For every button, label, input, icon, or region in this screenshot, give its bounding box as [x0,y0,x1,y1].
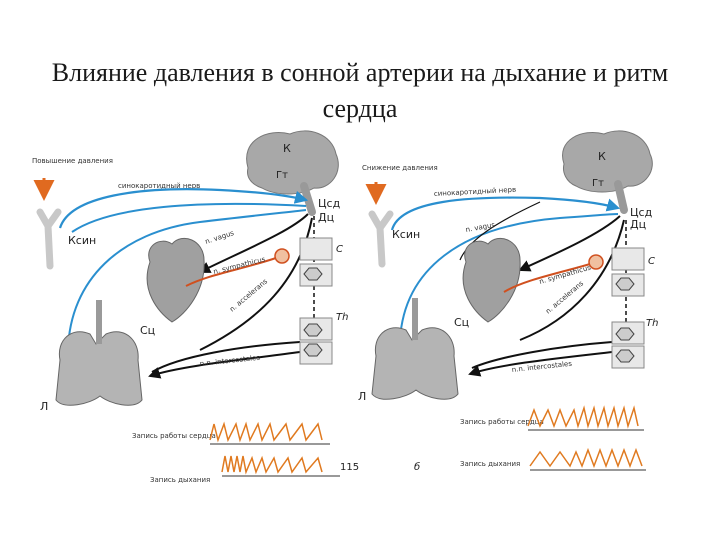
sc-label-right: Сц [454,316,469,329]
brain-gt-label: Гт [276,170,288,181]
brain-k-label: К [283,142,291,155]
sinus-nerve-path-2 [72,204,306,232]
left-panel: Повышение давления Ксин К Гт Цсд Дц сино… [32,131,359,484]
dts-label-right: Дц [630,218,646,231]
breath-trace [222,456,322,472]
sc-label: Сц [140,324,155,337]
heart-right [463,238,520,322]
breath-record-label: Запись дыхания [150,476,210,484]
figure-letter: б [414,461,420,473]
n-sympathicus-label-right: n. sympathicus [538,263,592,285]
condition-label-right: Снижение давления [362,164,438,172]
th-label: Th [336,312,348,323]
right-panel: Снижение давления Ксин К Гт Цсд Дц синок… [358,131,658,473]
figure-number: 115 [340,462,359,473]
sinus-nerve-path [60,189,306,228]
brain-right [563,131,653,192]
vagus-ganglion [275,249,289,263]
dts-label: Дц [318,211,334,224]
heart-trace [210,424,322,440]
efferent-path-right [520,216,620,270]
vagus-ganglion-right [589,255,603,269]
breath-record-label-right: Запись дыхания [460,460,520,468]
lungs-l-label: Л [40,400,48,413]
heart-c-label-right: С [648,256,655,267]
tsd-label: Цсд [318,197,341,210]
brain-gt-label-right: Гт [592,178,604,189]
carotid-vessel [40,212,58,266]
nerve-label-right: синокаротидный нерв [434,186,517,198]
breath-trace-right [530,450,642,466]
heart-trace-right [528,408,638,426]
n-sympathicus-label: n. sympathicus [213,255,267,276]
ksin-label-right: Ксин [392,228,420,241]
spinal-segment-c [300,238,332,260]
n-accelerans-label-right: n. accelerans [544,279,585,315]
sinus-nerve-path-right [392,198,618,230]
brain-k-label-right: К [598,150,606,163]
spinal-segment-c-right [612,248,644,270]
heart [147,238,204,322]
n-vagus-label: n. vagus [204,229,235,246]
lungs-l-label-right: Л [358,390,366,403]
ksin-label: Ксин [68,234,96,247]
heart-c-label: С [336,244,343,255]
brain [247,131,339,194]
condition-label: Повышение давления [32,157,113,165]
carotid-vessel-right [372,214,390,264]
heart-record-label: Запись работы сердца [132,432,216,440]
n-intercostales-label: n.n. intercostales [199,354,260,368]
th-label-right: Th [646,318,658,329]
n-intercostales-label-right: n.n. intercostales [511,360,572,374]
